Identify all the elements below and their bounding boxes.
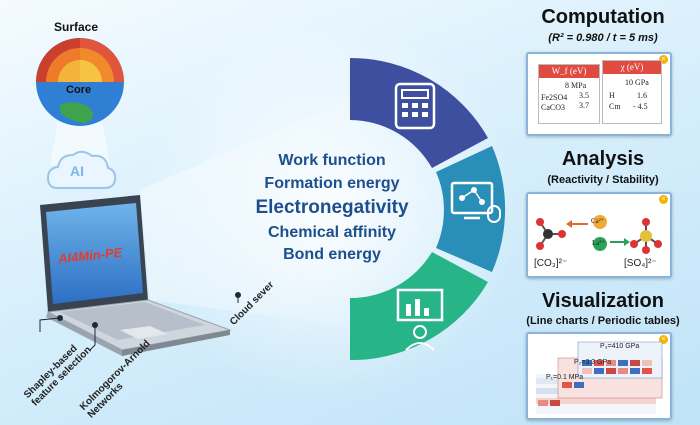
- carbonate-label: [CO₃]²⁻: [534, 258, 568, 269]
- molecule-diagram-icon: [536, 215, 662, 254]
- wf-row1-value: 3.5: [579, 91, 589, 100]
- wf-row2-label: CaCO3: [541, 103, 565, 112]
- close-icon: ×: [659, 55, 668, 64]
- chi-condition: 10 GPa: [625, 78, 649, 87]
- analysis-card: × Ca²⁺ La³⁺ [CO₃]²⁻ [SO₄]²⁻: [526, 192, 672, 278]
- chi-row1-label: H: [609, 91, 615, 100]
- wf-condition: 8 MPa: [565, 81, 587, 90]
- periodic-table-heatmap-icon: [536, 341, 663, 414]
- property-chemical-affinity: Chemical affinity: [267, 224, 397, 241]
- property-bond-energy: Bond energy: [283, 246, 381, 263]
- ion-la: La³⁺: [592, 239, 606, 247]
- analysis-subtitle: (Reactivity / Stability): [547, 174, 659, 186]
- wf-row2-value: 3.7: [579, 101, 589, 110]
- wf-table: W_f (eV) 8 MPa Fe2SO4 3.5 CaCO3 3.7: [538, 64, 600, 124]
- surface-label: Surface: [54, 20, 99, 34]
- close-icon: ×: [659, 335, 668, 344]
- property-electronegativity: Electronegativity: [255, 197, 409, 218]
- computation-title: Computation: [541, 6, 665, 28]
- visualization-title: Visualization: [542, 290, 664, 312]
- cloud-ai-label: AI: [70, 163, 84, 179]
- core-label: Core: [66, 84, 92, 96]
- computation-subtitle: (R² = 0.980 / t = 5 ms): [548, 32, 658, 44]
- analysis-title: Analysis: [561, 148, 645, 170]
- pressure-p1: P₁=0.1 MPa: [546, 374, 584, 381]
- close-icon: ×: [659, 195, 668, 204]
- chi-row2-label: Cm: [609, 102, 621, 111]
- pressure-p3: P₃=410 GPa: [600, 343, 640, 350]
- visualization-subtitle: (Line charts / Periodic tables): [526, 315, 680, 327]
- sulfate-label: [SO₄]²⁻: [624, 258, 657, 269]
- chi-table: χ (eV) 10 GPa H 1.6 Cm - 4.5: [602, 60, 662, 124]
- property-formation-energy: Formation energy: [264, 175, 400, 192]
- property-work-function: Work function: [278, 152, 386, 169]
- visualization-card: × P₃=410 GPa P₂=3.3 GPa P₁=0.1 MPa: [526, 332, 672, 420]
- computation-card: × W_f (eV) 8 MPa Fe2SO4 3.5 CaCO3 3.7 χ …: [526, 52, 672, 136]
- chi-row2-value: - 4.5: [633, 102, 648, 111]
- chi-row1-value: 1.6: [637, 91, 647, 100]
- wf-header: W_f (eV): [539, 65, 599, 78]
- ion-ca: Ca²⁺: [591, 217, 605, 225]
- wf-row1-label: Fe2SO4: [541, 93, 568, 102]
- chi-header: χ (eV): [603, 61, 661, 74]
- pressure-p2: P₂=3.3 GPa: [574, 359, 612, 366]
